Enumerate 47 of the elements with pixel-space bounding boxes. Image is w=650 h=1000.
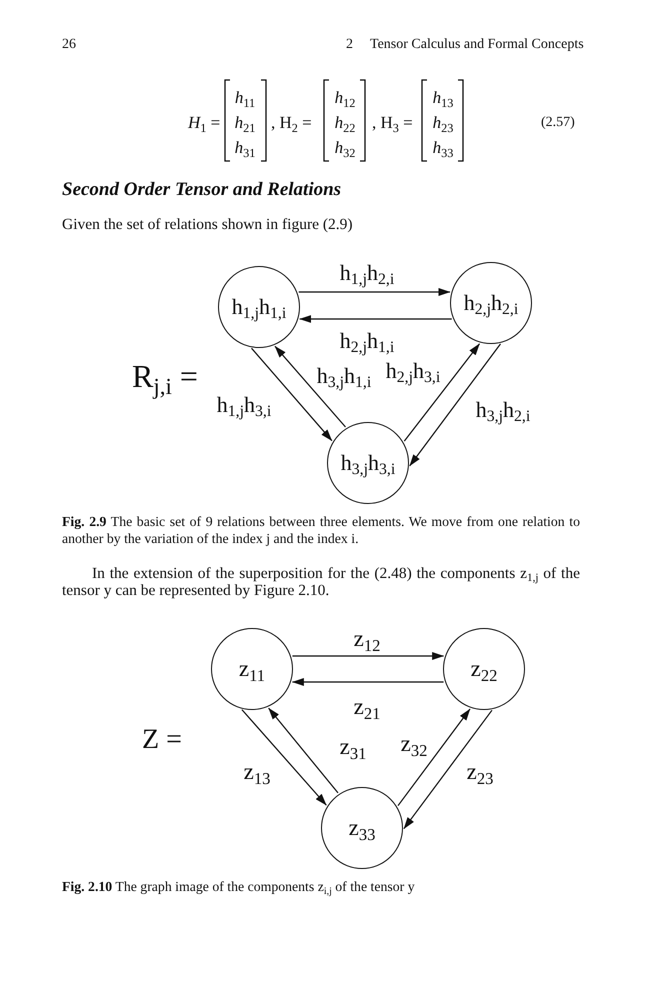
node-label: h$_{2,j}$h$_{2,i}$ bbox=[464, 288, 518, 318]
arrow bbox=[241, 709, 327, 806]
matrix-entry: h$_{22}$ bbox=[334, 112, 356, 134]
arrow bbox=[404, 343, 480, 442]
arrow bbox=[268, 708, 338, 794]
node-label: z$_{22}$ bbox=[470, 655, 498, 684]
figure-caption: Fig. 2.9 The basic set of 9 relations between three elements. We move from one relation to another by the variation of the index j and the index i. bbox=[62, 512, 580, 546]
equation-term: Z = bbox=[142, 722, 182, 757]
node-label: h$_{1,j}$h$_{1,i}$ bbox=[232, 292, 286, 322]
node-circle bbox=[450, 262, 532, 344]
arrow bbox=[251, 348, 332, 442]
matrix-entry: h$_{11}$ bbox=[234, 86, 256, 110]
chapter-number: 2 bbox=[346, 36, 353, 54]
equation-term: H$_{1}$ = bbox=[188, 112, 220, 134]
node-label: z$_{33}$ bbox=[348, 814, 376, 843]
equation-term: , H$_{3}$ = bbox=[372, 112, 413, 134]
node-label: z$_{11}$ bbox=[238, 655, 266, 684]
figure-caption: Fig. 2.10 The graph image of the components z$_{i,j}$ of the tensor y bbox=[62, 878, 415, 896]
page-number: 26 bbox=[62, 36, 76, 54]
arrow bbox=[403, 710, 492, 830]
node-circle bbox=[327, 422, 409, 504]
arrow bbox=[409, 344, 501, 466]
running-header: Tensor Calculus and Formal Concepts bbox=[370, 36, 584, 54]
matrix-entry: h$_{13}$ bbox=[432, 86, 454, 110]
matrix-entry: h$_{33}$ bbox=[432, 136, 454, 160]
node-circle bbox=[443, 628, 525, 710]
matrix-entry: h$_{12}$ bbox=[334, 86, 356, 110]
equation-term: , H$_{2}$ = bbox=[271, 112, 312, 134]
body-paragraph: In the extension of the superposition for the (2.48) the components z$_{1,j}$ of the tensor y can be represented by Figure 2.10. bbox=[62, 564, 580, 598]
node-circle bbox=[218, 266, 300, 348]
body-paragraph: Given the set of relations shown in figure (2.9) bbox=[62, 214, 353, 235]
equation-term: R$_{j,i}$ = bbox=[132, 357, 198, 398]
matrix-entry: h$_{31}$ bbox=[234, 136, 256, 160]
arrow bbox=[274, 346, 346, 428]
node-circle bbox=[321, 787, 403, 869]
equation-number: (2.57) bbox=[541, 114, 575, 132]
arrow bbox=[292, 652, 444, 660]
node-circle bbox=[211, 628, 293, 710]
matrix-entry: h$_{23}$ bbox=[432, 112, 454, 134]
arrow bbox=[299, 315, 452, 323]
matrix-entry: h$_{21}$ bbox=[234, 112, 256, 134]
arrow bbox=[398, 708, 470, 806]
node-label: h$_{3,j}$h$_{3,i}$ bbox=[340, 448, 396, 478]
arrow bbox=[292, 678, 444, 686]
arrow bbox=[298, 288, 450, 296]
matrix-entry: h$_{32}$ bbox=[334, 136, 356, 160]
section-heading: Second Order Tensor and Relations bbox=[62, 178, 342, 202]
